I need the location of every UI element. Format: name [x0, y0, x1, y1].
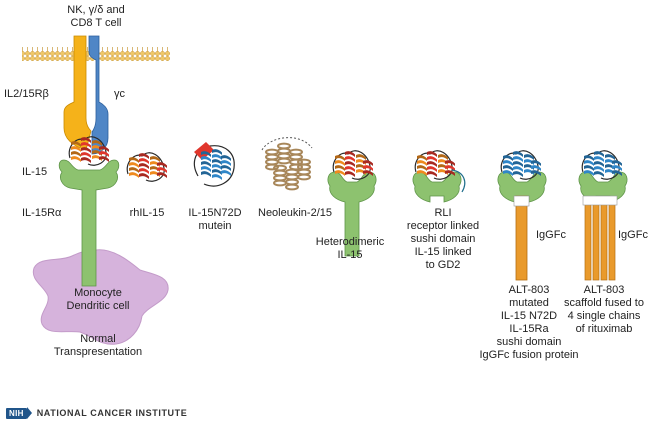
- igg-fc-label-2: IgGFc: [618, 229, 648, 241]
- nih-logo-tail: [26, 407, 32, 419]
- monocyte-cell: [32, 249, 169, 345]
- alt803b-fc-chain-1: [584, 203, 592, 281]
- nih-logo: NIH: [6, 407, 27, 419]
- il15ra-main: [58, 159, 120, 287]
- il2-15rb-label: IL2/15Rβ: [4, 88, 49, 100]
- alt803a-fc-hinge: [513, 195, 530, 207]
- neoleukin-label: Neoleukin-2/15: [258, 207, 332, 219]
- alt803b-fc-hinge: [582, 195, 618, 206]
- gamma-c-label: γc: [114, 88, 125, 100]
- alt803a-il15: [500, 150, 541, 180]
- alt803b-il15: [581, 150, 622, 180]
- nci-footer: NIH NATIONAL CANCER INSTITUTE: [6, 405, 187, 421]
- heterodimeric-il15: [332, 150, 373, 180]
- il15ra-label: IL-15Rα: [22, 207, 62, 219]
- alt803b-fc-chain-3: [600, 203, 608, 281]
- alt803a-fc-stem: [515, 195, 528, 281]
- alt803b-fc-chain-2: [592, 203, 600, 281]
- il15-main: [68, 136, 109, 166]
- igg-fc-label-1: IgGFc: [536, 229, 566, 241]
- institute-name: NATIONAL CANCER INSTITUTE: [36, 408, 188, 418]
- rli-linker: [451, 169, 466, 193]
- neoleukin-molecule: [261, 137, 313, 191]
- n72d-molecule: [193, 142, 235, 187]
- rhil15-label: rhIL-15: [129, 207, 165, 219]
- alt803b-fc-chain-4: [608, 203, 616, 281]
- rli-il15: [414, 150, 455, 180]
- rhil15-molecule: [126, 152, 167, 182]
- il15-label: IL-15: [22, 166, 48, 178]
